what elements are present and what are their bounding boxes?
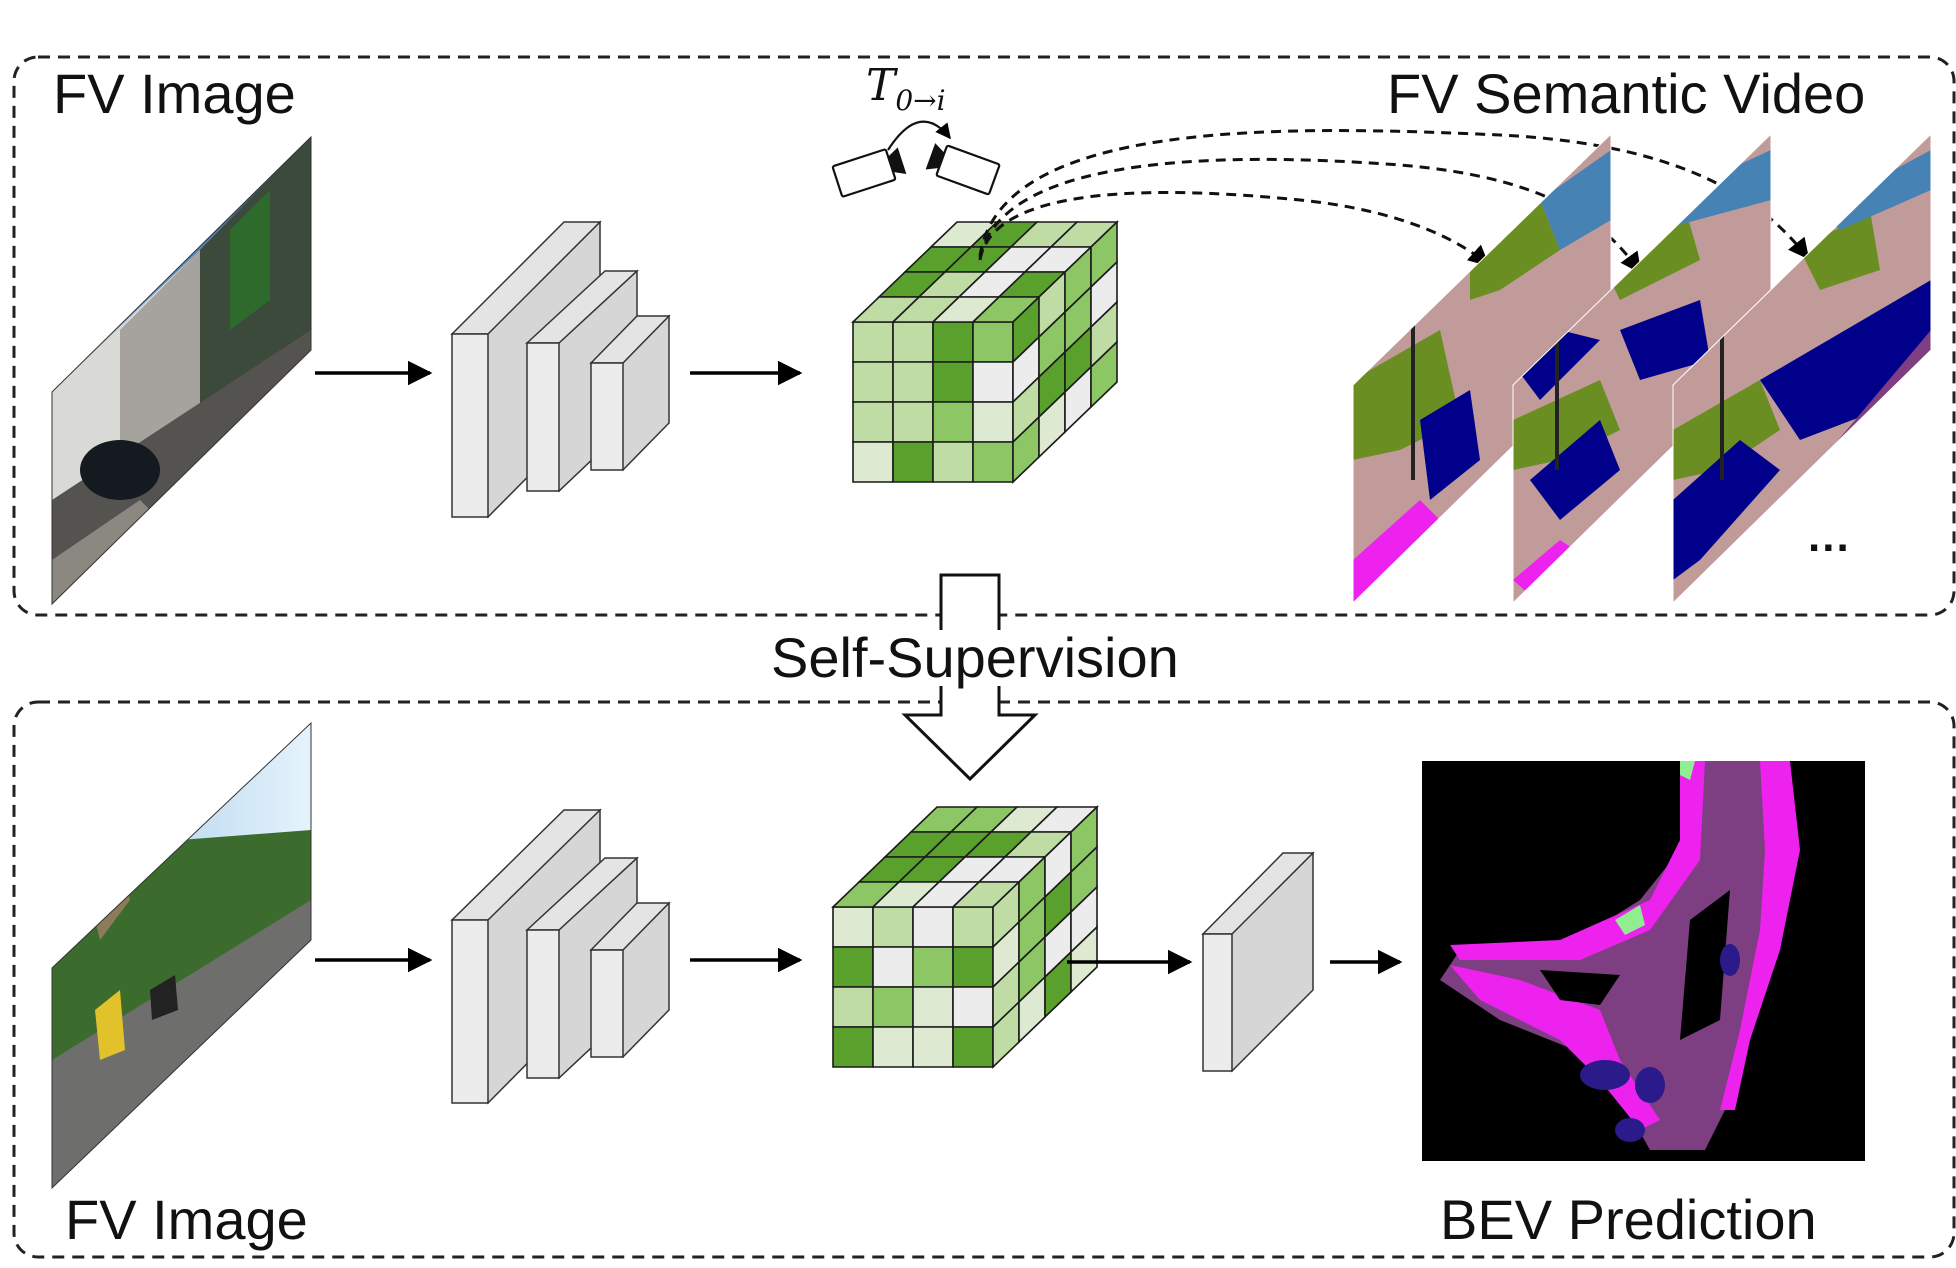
voxel-cell — [952, 986, 994, 1028]
bottom-fv-image — [51, 721, 312, 1190]
bev-prediction-map — [1422, 761, 1865, 1161]
voxel-cell — [912, 1026, 954, 1068]
voxel-cell — [952, 946, 994, 988]
transform-arc — [887, 120, 951, 151]
camera-icon — [831, 147, 907, 198]
voxel-cell — [872, 946, 914, 988]
voxel-cell — [932, 321, 974, 363]
encoder-block-3 — [589, 314, 671, 472]
voxel-cell — [932, 361, 974, 403]
voxel-cell — [972, 361, 1014, 403]
voxel-cell — [872, 1026, 914, 1068]
more-frames-ellipsis: ... — [1808, 512, 1851, 561]
voxel-cell — [852, 401, 894, 443]
voxel-cell — [832, 906, 874, 948]
voxel-cell — [832, 986, 874, 1028]
self-supervision-label: Self-Supervision — [765, 630, 1185, 686]
encoder-block-1 — [450, 808, 602, 1105]
projection-arrow-2 — [978, 157, 1642, 274]
voxel-cell — [872, 906, 914, 948]
voxel-cell — [892, 361, 934, 403]
voxel-cell — [952, 1026, 994, 1068]
voxel-cell — [952, 906, 994, 948]
fv-semantic-video-label: FV Semantic Video — [1387, 62, 1866, 125]
voxel-cell — [932, 441, 974, 483]
camera-icon — [925, 143, 1001, 196]
voxel-cell — [852, 321, 894, 363]
voxel-cell — [832, 946, 874, 988]
top-fv-image — [51, 135, 312, 606]
encoder-block-1 — [450, 220, 602, 519]
voxel-cell — [912, 986, 954, 1028]
voxel-cell — [832, 1026, 874, 1068]
encoder-block-3 — [589, 901, 671, 1059]
top-voxel-cube — [851, 220, 1119, 484]
voxel-cell — [912, 946, 954, 988]
voxel-cell — [892, 321, 934, 363]
voxel-cell — [1090, 340, 1118, 409]
voxel-cell — [872, 986, 914, 1028]
voxel-cell — [892, 441, 934, 483]
projection-arrows — [978, 129, 1810, 274]
voxel-cell — [852, 361, 894, 403]
decoder-block — [1201, 851, 1315, 1073]
voxel-cell — [972, 321, 1014, 363]
bottom-encoder — [450, 808, 671, 1105]
voxel-cell — [972, 401, 1014, 443]
voxel-cell — [912, 906, 954, 948]
top-encoder — [450, 220, 671, 519]
transform-symbol: T — [866, 60, 896, 111]
bottom-voxel-cube — [831, 805, 1099, 1069]
bottom-fv-image-label: FV Image — [65, 1188, 308, 1251]
camera-pose-icons — [831, 120, 1001, 198]
voxel-cell — [972, 441, 1014, 483]
voxel-cell — [932, 401, 974, 443]
voxel-cell — [1070, 925, 1098, 994]
top-fv-image-label: FV Image — [53, 62, 296, 125]
bev-prediction-label: BEV Prediction — [1440, 1188, 1817, 1251]
transform-label: T0→i — [866, 60, 946, 117]
projection-arrow-1 — [978, 191, 1490, 267]
voxel-cell — [892, 401, 934, 443]
transform-subscript: 0→i — [895, 83, 946, 117]
voxel-cell — [852, 441, 894, 483]
